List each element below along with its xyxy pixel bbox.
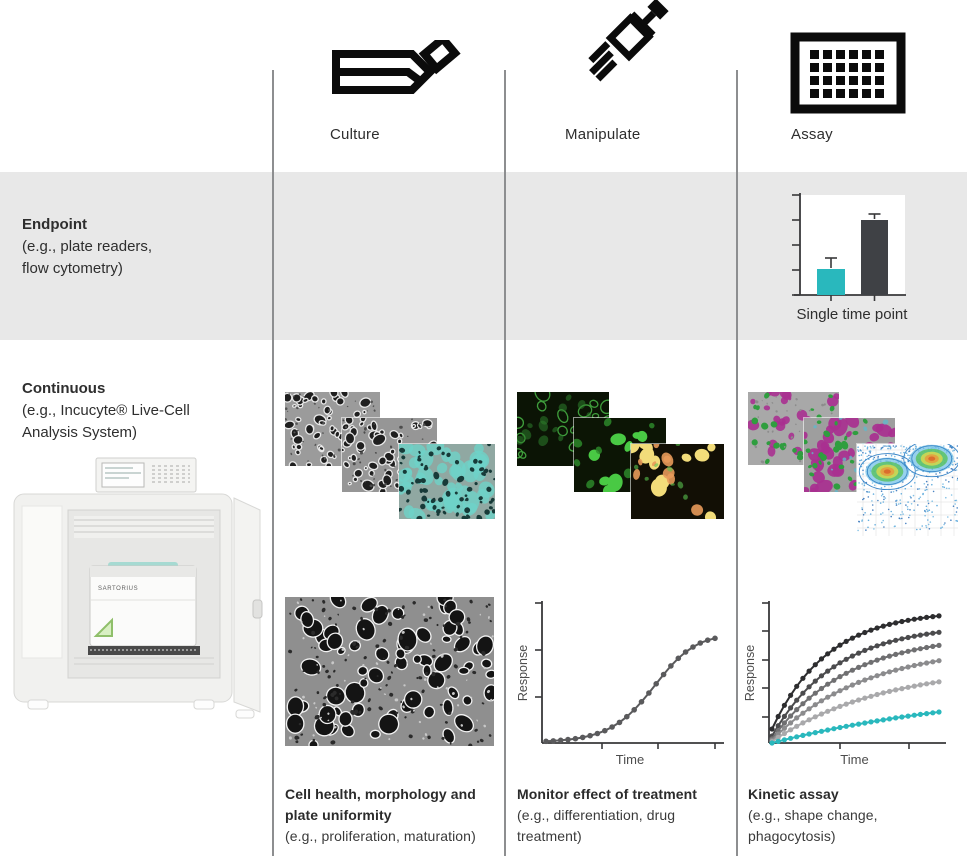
continuous-row-label: Continuous (e.g., Incucyte® Live-Cell An…	[22, 378, 267, 444]
flow-cytometry-density-plot	[856, 443, 959, 537]
large-phase-contrast-micrograph	[284, 596, 495, 747]
column-divider	[272, 70, 274, 856]
culture-flask-icon	[332, 40, 461, 94]
column-label-culture: Culture	[330, 126, 380, 143]
incucyte-device: SARTORIUS	[88, 562, 200, 655]
confluence-mask-micrograph	[398, 443, 496, 520]
microplate-icon	[790, 32, 906, 114]
microplate-wells	[810, 50, 884, 98]
endpoint-subtitle: (e.g., plate readers, flow cytometry)	[22, 238, 153, 277]
assay-caption: Kinetic assay (e.g., shape change, phago…	[748, 784, 958, 847]
svg-text:Time: Time	[840, 752, 868, 767]
controller-unit	[95, 457, 197, 493]
multichannel-pipette-icon	[588, 0, 669, 82]
incubator-door	[233, 497, 263, 713]
continuous-title: Continuous	[22, 380, 106, 397]
manipulate-caption-bold: Monitor effect of treatment	[517, 786, 698, 802]
column-divider	[504, 70, 506, 856]
assay-caption-normal: (e.g., shape change, phagocytosis)	[748, 807, 878, 844]
column-label-manipulate: Manipulate	[565, 126, 641, 143]
svg-text:Time: Time	[616, 752, 644, 767]
culture-caption: Cell health, morphology and plate unifor…	[285, 784, 505, 847]
endpoint-title: Endpoint	[22, 216, 87, 233]
yellow-fluorescence-micrograph	[630, 443, 725, 520]
culture-caption-normal: (e.g., proliferation, maturation)	[285, 828, 476, 844]
device-brand-label: SARTORIUS	[98, 586, 138, 592]
manipulate-caption: Monitor effect of treatment (e.g., diffe…	[517, 784, 729, 847]
bar-chart-caption: Single time point	[796, 306, 908, 323]
continuous-subtitle: (e.g., Incucyte® Live-Cell Analysis Syst…	[22, 402, 190, 441]
column-divider	[736, 70, 738, 856]
endpoint-row-label: Endpoint (e.g., plate readers, flow cyto…	[22, 214, 267, 280]
incubator-feet	[27, 699, 255, 719]
assay-caption-bold: Kinetic assay	[748, 786, 839, 802]
incucyte-incubator-illustration: SARTORIUS	[13, 457, 263, 719]
column-label-assay: Assay	[791, 126, 833, 143]
manipulate-caption-normal: (e.g., differentiation, drug treatment)	[517, 807, 676, 844]
culture-caption-bold: Cell health, morphology and plate unifor…	[285, 786, 476, 823]
svg-text:Response: Response	[743, 645, 757, 701]
svg-text:Response: Response	[516, 645, 530, 701]
single-time-point-bar-chart	[792, 193, 906, 301]
